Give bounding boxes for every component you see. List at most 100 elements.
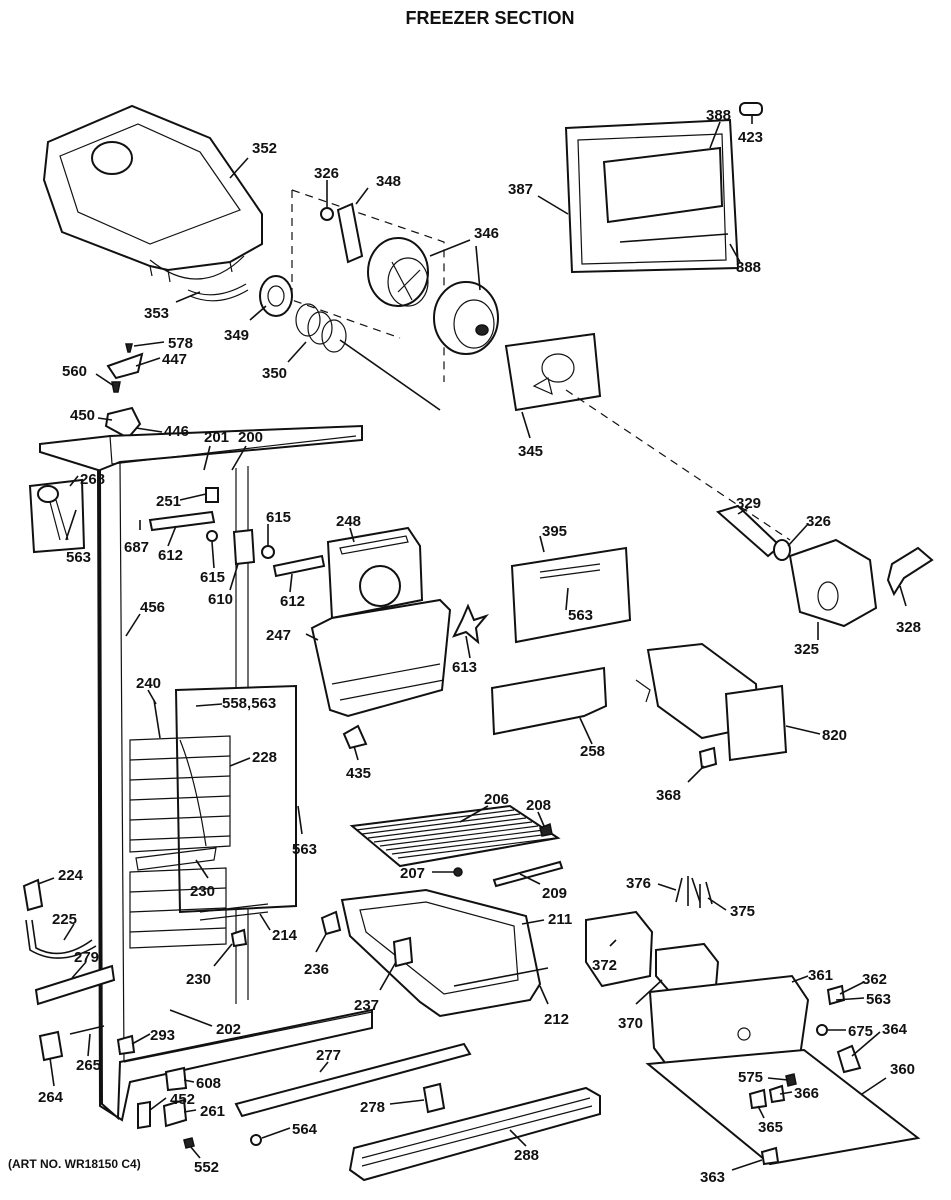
clip-230b-drawing — [230, 928, 248, 948]
mounting-plate-drawing — [504, 332, 602, 412]
label-247: 247 — [266, 627, 291, 644]
label-364: 364 — [882, 1021, 908, 1038]
label-820: 820 — [822, 727, 847, 744]
kickplate-grille-drawing — [348, 1086, 601, 1182]
label-452: 452 — [170, 1091, 195, 1108]
bracket-612b-drawing — [272, 554, 326, 578]
label-200: 200 — [238, 429, 263, 446]
label-612-left: 612 — [158, 547, 183, 564]
label-288: 288 — [514, 1147, 539, 1164]
label-353: 353 — [144, 305, 169, 322]
label-456: 456 — [140, 599, 165, 616]
grille-293-drawing — [116, 1034, 136, 1056]
plug-264-drawing — [38, 1030, 64, 1062]
label-268: 268 — [80, 471, 105, 488]
label-363: 363 — [700, 1169, 725, 1186]
label-293: 293 — [150, 1027, 175, 1044]
label-278: 278 — [360, 1099, 385, 1116]
part-364-drawing — [836, 1044, 862, 1074]
label-208: 208 — [526, 797, 551, 814]
dispenser-frame-drawing — [564, 118, 740, 274]
part-237-drawing — [392, 936, 414, 968]
label-610: 610 — [208, 591, 233, 608]
base-plate-360-drawing — [645, 1048, 921, 1166]
part-278-drawing — [422, 1082, 446, 1114]
label-240: 240 — [136, 675, 161, 692]
label-446: 446 — [164, 423, 189, 440]
leader-lines — [37, 116, 907, 1171]
label-248: 248 — [336, 513, 361, 530]
label-212: 212 — [544, 1011, 569, 1028]
ice-bucket-drawing — [42, 104, 263, 283]
label-345: 345 — [518, 443, 543, 460]
label-608: 608 — [196, 1075, 221, 1092]
label-346: 346 — [474, 225, 499, 242]
switch-610-drawing — [232, 528, 256, 566]
label-328: 328 — [896, 619, 921, 636]
art-number: (ART NO. WR18150 C4) — [8, 1157, 141, 1171]
cover-435-drawing — [342, 724, 368, 750]
label-387: 387 — [508, 181, 533, 198]
label-615-left: 615 — [200, 569, 225, 586]
clip-208-drawing — [539, 822, 553, 837]
actuator-drawing — [106, 352, 144, 380]
label-201: 201 — [204, 429, 229, 446]
label-352: 352 — [252, 140, 277, 157]
bracket-368-drawing — [698, 746, 718, 770]
label-563-panel: 563 — [568, 607, 593, 624]
label-423: 423 — [738, 129, 763, 146]
label-368: 368 — [656, 787, 681, 804]
label-230-top: 230 — [190, 883, 215, 900]
label-615-right: 615 — [266, 509, 291, 526]
label-366: 366 — [794, 1085, 819, 1102]
part-452-drawing — [137, 1100, 151, 1130]
part-366-drawing — [768, 1084, 786, 1104]
rail-277-drawing — [234, 1042, 472, 1118]
shaft-329-drawing — [715, 504, 782, 558]
label-435: 435 — [346, 765, 371, 782]
label-230-bottom: 230 — [186, 971, 211, 988]
shaft-centerline — [565, 389, 791, 541]
panel-395-drawing — [510, 546, 632, 644]
label-563-evap: 563 — [292, 841, 317, 858]
wire-375-drawing — [699, 881, 713, 908]
label-206: 206 — [484, 791, 509, 808]
label-560: 560 — [62, 363, 87, 380]
label-361: 361 — [808, 967, 833, 984]
label-261: 261 — [200, 1103, 225, 1120]
label-228: 228 — [252, 749, 277, 766]
part-number-labels: 352 326 348 388 423 387 346 388 353 349 … — [38, 107, 921, 1186]
panel-395-vents — [539, 563, 601, 579]
label-265: 265 — [76, 1057, 101, 1074]
label-348: 348 — [376, 173, 401, 190]
screw-564-drawing — [250, 1134, 262, 1146]
label-563-left: 563 — [66, 549, 91, 566]
label-360: 360 — [890, 1061, 915, 1078]
cover-372-drawing — [585, 910, 654, 988]
part-236-drawing — [320, 910, 342, 936]
label-362: 362 — [862, 971, 887, 988]
washer-drawing — [320, 207, 334, 221]
channel-279-drawing — [34, 964, 116, 1006]
crusher-drums-drawing — [367, 237, 499, 355]
evaporator-drawing — [129, 684, 297, 949]
nut-326-drawing — [773, 539, 791, 561]
label-365: 365 — [758, 1119, 783, 1136]
auger-motor-drawing — [788, 538, 878, 628]
label-563-control: 563 — [866, 991, 891, 1008]
label-251: 251 — [156, 493, 181, 510]
label-350: 350 — [262, 365, 287, 382]
coupling-drawing — [259, 275, 293, 317]
bracket-612-drawing — [148, 510, 216, 532]
clip-drawing — [336, 202, 364, 264]
label-264: 264 — [38, 1089, 64, 1106]
label-388-bottom: 388 — [736, 259, 761, 276]
part-261-drawing — [162, 1098, 188, 1128]
fan-blade-drawing — [452, 603, 490, 645]
auger-spring-drawing — [295, 303, 441, 411]
label-395: 395 — [542, 523, 567, 540]
drain-trough-drawing — [135, 847, 217, 871]
label-279: 279 — [74, 949, 99, 966]
grommet-224-drawing — [22, 878, 44, 912]
